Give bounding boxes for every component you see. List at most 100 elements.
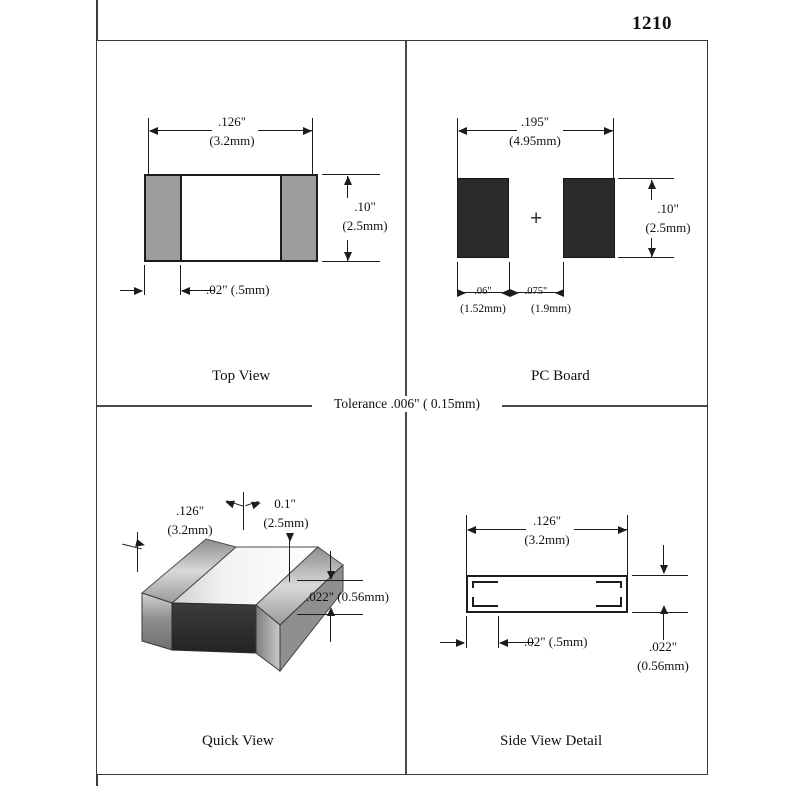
pcb-arrow-left <box>458 126 467 135</box>
qv-thk-dimline-lower <box>330 616 332 642</box>
pcb-ext-line-right <box>613 118 615 178</box>
sv-width-mm: (3.2mm) <box>524 532 570 547</box>
pcb-dim-line-left <box>459 130 517 132</box>
pcb-arrow-down <box>647 248 656 257</box>
tv-terminal-dim: .02" (.5mm) <box>206 282 270 297</box>
pcb-pad-left <box>457 178 509 258</box>
tv-term-arrow-inner <box>181 286 190 295</box>
label-top-view: Top View <box>212 368 271 384</box>
quick-view-3d-chip <box>140 538 344 673</box>
pcb-center-mark: + <box>530 207 543 230</box>
sv-thk-dimline-upper <box>663 545 665 573</box>
tv-ext-line-right <box>312 118 314 174</box>
sv-ext-line-right <box>627 515 629 575</box>
pcb-pad-width-mm: (1.52mm) <box>460 303 506 315</box>
sv-term-ext-left <box>466 616 468 648</box>
sv-term-ext-right <box>498 616 500 648</box>
sv-width-in: .126" <box>532 513 562 528</box>
pcb-height-in: .10" <box>657 201 679 216</box>
side-view-component-body <box>466 575 628 613</box>
sv-thickness-mm: (0.56mm) <box>637 658 689 673</box>
pcb-arrow-up <box>647 180 656 189</box>
pcb-dimline-pad <box>459 292 507 294</box>
pcb-arrow-gap-right <box>555 288 564 297</box>
tv-arrow-up <box>343 176 352 185</box>
tv-width-mm: (3.2mm) <box>209 133 255 148</box>
qv-ext-line-left <box>137 532 139 572</box>
qv-length-mm: (3.2mm) <box>167 522 213 537</box>
sv-thk-ext-top <box>632 575 688 577</box>
tv-dim-line-left <box>150 130 212 132</box>
pcb-btm-ext-3 <box>563 262 565 296</box>
pcb-pad-width-in: .06" <box>474 286 492 297</box>
tv-vdim-lower <box>347 240 349 261</box>
pcb-dimline-gap <box>511 292 561 294</box>
pcb-arrow-gap-left <box>510 288 519 297</box>
tv-arrow-left <box>149 126 158 135</box>
tv-width-in: .126" <box>217 114 247 129</box>
tv-arrow-down <box>343 252 352 261</box>
label-side-view: Side View Detail <box>500 733 603 749</box>
pcb-ext-line-top <box>618 178 674 180</box>
tv-arrow-right <box>303 126 312 135</box>
sv-term-arrow-outer <box>456 638 465 647</box>
pcb-ext-line-bottom <box>618 257 674 259</box>
qv-ext-line-top <box>243 492 245 530</box>
sv-thickness-in: .022" <box>648 639 678 654</box>
side-view-notch-right <box>609 588 622 597</box>
sv-thk-arrow-down <box>659 565 668 574</box>
sv-terminal-dim: .02" (.5mm) <box>524 634 588 649</box>
pcb-gap-in: .075" <box>524 286 548 297</box>
sv-term-dimline-inner <box>500 642 534 644</box>
sv-ext-line-left <box>466 515 468 575</box>
horizontal-divider-left <box>97 405 312 407</box>
tv-term-dimline-outer <box>120 290 142 292</box>
top-view-terminal-right <box>280 176 316 260</box>
pcb-dim-line-right <box>563 130 613 132</box>
tv-dim-line-right <box>258 130 312 132</box>
qv-thk-dimline-upper <box>330 551 332 579</box>
tv-term-ext-right <box>180 265 182 295</box>
qv-depth-in: 0.1" <box>274 496 296 511</box>
sv-term-arrow-inner <box>499 638 508 647</box>
sv-dim-line-left <box>468 529 526 531</box>
tv-ext-line-bottom <box>322 261 380 263</box>
sv-arrow-left <box>467 525 476 534</box>
tolerance-note: Tolerance .006" ( 0.15mm) <box>312 396 502 412</box>
tv-height-mm: (2.5mm) <box>342 218 388 233</box>
pcb-vdim-upper <box>651 180 653 200</box>
horizontal-divider-right <box>500 405 707 407</box>
tv-height-in: .10" <box>354 199 376 214</box>
tv-vdim-upper <box>347 176 349 198</box>
pcb-btm-ext-1 <box>457 262 459 296</box>
label-pc-board: PC Board <box>531 368 590 384</box>
pcb-width-in: .195" <box>520 114 550 129</box>
pcb-arrow-pad-left <box>457 288 466 297</box>
pcb-pad-right <box>563 178 615 258</box>
pcb-vdim-lower <box>651 238 653 257</box>
side-view-notch-left <box>472 588 485 597</box>
qv-thickness: .022" (0.56mm) <box>306 589 389 604</box>
pcb-gap-mm: (1.9mm) <box>531 303 571 315</box>
sv-dim-line-right <box>574 529 627 531</box>
tv-ext-line-left <box>148 118 150 174</box>
tv-ext-line-top <box>322 174 380 176</box>
qv-thk-arrow-up <box>326 607 335 616</box>
pcb-width-mm: (4.95mm) <box>509 133 561 148</box>
sv-thk-arrow-up <box>659 605 668 614</box>
top-view-terminal-left <box>146 176 182 260</box>
pcb-height-mm: (2.5mm) <box>645 220 691 235</box>
qv-depth-mm: (2.5mm) <box>263 515 309 530</box>
tv-term-arrow-outer <box>134 286 143 295</box>
qv-thk-arrow-down <box>326 571 335 580</box>
qv-ext-line-right <box>289 534 291 582</box>
tv-term-dimline-inner <box>182 290 214 292</box>
pcb-btm-ext-2 <box>509 262 511 296</box>
sv-arrow-right <box>618 525 627 534</box>
pcb-arrow-right <box>604 126 613 135</box>
top-view-component-body <box>144 174 318 262</box>
qv-thk-ext-top <box>297 580 363 582</box>
label-quick-view: Quick View <box>202 733 274 749</box>
sv-thk-dimline-lower <box>663 614 665 640</box>
